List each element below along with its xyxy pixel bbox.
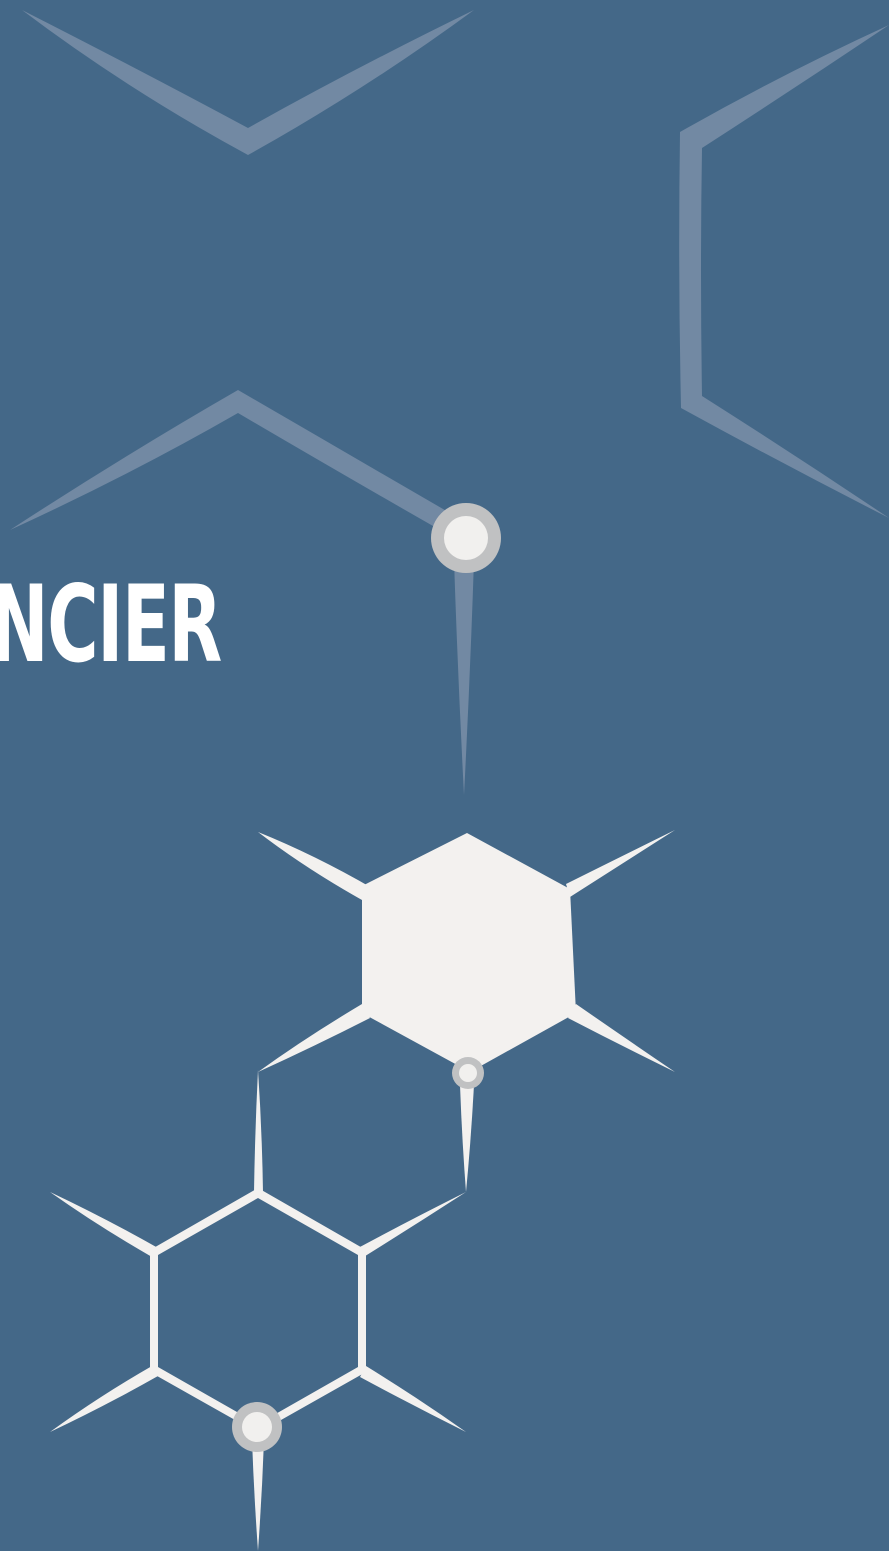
node-bottom-core	[242, 1412, 272, 1442]
node-top	[431, 503, 501, 573]
spike-bottom-left	[258, 1004, 370, 1072]
lower-spike-bottom-left	[50, 1366, 158, 1432]
spike-top-right	[566, 830, 675, 897]
spike-bottom-right	[568, 1004, 675, 1072]
faded-bond-top-left	[22, 10, 474, 155]
central-molecule	[258, 830, 675, 1192]
node-middle-core	[459, 1064, 477, 1082]
node-bottom	[232, 1402, 282, 1452]
lower-spike-bottom	[252, 1440, 264, 1551]
lower-spike-bottom-right	[360, 1366, 466, 1432]
headline-text: NCIER	[0, 563, 222, 686]
node-middle	[452, 1057, 484, 1089]
spike-top-left	[258, 832, 372, 900]
lower-molecule	[50, 1070, 466, 1551]
faded-bond-mid-left	[10, 390, 462, 530]
faded-bond-group	[10, 10, 889, 795]
central-hexagon	[362, 833, 576, 1072]
lower-spike-top-left	[50, 1192, 158, 1257]
spike-down-link	[460, 1085, 474, 1192]
faded-bond-drop	[454, 560, 474, 795]
lower-spike-top-right	[358, 1192, 466, 1258]
node-top-core	[444, 516, 488, 560]
faded-bond-right	[679, 25, 889, 518]
lower-spike-top	[254, 1070, 263, 1192]
lower-hexagon-outline	[150, 1188, 366, 1433]
